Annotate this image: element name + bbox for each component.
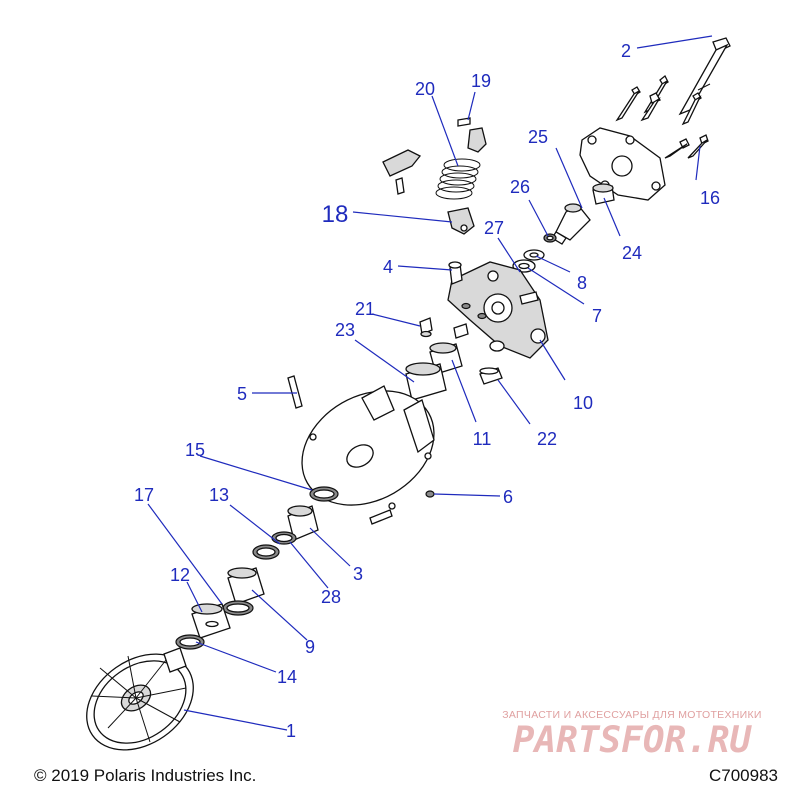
part-1-fixed-sheave xyxy=(86,647,194,751)
insert-bushing xyxy=(453,323,469,339)
callout-5: 5 xyxy=(237,384,247,404)
callout-23: 23 xyxy=(335,320,355,340)
callout-1: 1 xyxy=(286,721,296,741)
part-28-ring xyxy=(271,531,297,545)
part-25-sleeve xyxy=(551,203,591,245)
part-6-screw xyxy=(425,490,435,498)
callout-15: 15 xyxy=(185,440,205,460)
flyweight xyxy=(382,149,422,195)
part-19-roller xyxy=(457,117,487,153)
copyright-text: © 2019 Polaris Industries Inc. xyxy=(34,766,256,785)
callout-14: 14 xyxy=(277,667,297,687)
part-13-ring xyxy=(252,544,280,560)
part-24-bushing xyxy=(592,183,615,205)
callout-19: 19 xyxy=(471,71,491,91)
part-2-bolt xyxy=(678,37,731,116)
callout-4: 4 xyxy=(383,257,393,277)
callout-27: 27 xyxy=(484,218,504,238)
callout-3: 3 xyxy=(353,564,363,584)
callout-11: 11 xyxy=(473,429,492,449)
callout-24: 24 xyxy=(622,243,642,263)
callout-13: 13 xyxy=(209,485,229,505)
callout-28: 28 xyxy=(321,587,341,607)
callout-18: 18 xyxy=(322,201,349,228)
part-23-bushing xyxy=(405,362,447,401)
diagram-code: C700983 xyxy=(709,766,778,785)
callout-6: 6 xyxy=(503,487,513,507)
part-3-bushing xyxy=(287,505,319,541)
callout-2: 2 xyxy=(621,41,631,61)
part-17-ring xyxy=(222,600,254,616)
part-12-spacer xyxy=(191,603,231,639)
callout-26: 26 xyxy=(510,177,530,197)
callout-10: 10 xyxy=(573,393,593,413)
callout-20: 20 xyxy=(415,79,435,99)
watermark-logo: PARTSFOR.RU xyxy=(513,720,753,761)
part-22-ferrule xyxy=(479,367,503,385)
part-18-weight xyxy=(447,207,475,235)
housing-pins xyxy=(461,302,487,320)
part-10-roller xyxy=(489,340,505,352)
callout-7: 7 xyxy=(592,306,602,326)
leader-lines xyxy=(147,35,713,731)
watermark: ЗАПЧАСТИ И АКСЕССУАРЫ ДЛЯ МОТОТЕХНИКИ PA… xyxy=(502,709,762,761)
callout-12: 12 xyxy=(170,565,190,585)
part-27-housing xyxy=(447,261,549,359)
part-26-oring xyxy=(543,233,557,243)
callout-8: 8 xyxy=(577,273,587,293)
callout-labels: 2 20 19 25 26 16 18 27 24 4 8 21 7 23 5 … xyxy=(134,41,720,741)
part-21-screw xyxy=(419,317,433,338)
callout-21: 21 xyxy=(355,299,375,319)
callout-25: 25 xyxy=(528,127,548,147)
callout-17: 17 xyxy=(134,485,154,505)
part-15-ring xyxy=(309,486,339,502)
callout-9: 9 xyxy=(305,637,315,657)
part-5-pin xyxy=(287,375,303,409)
spider-plate xyxy=(579,127,666,201)
watermark-tagline: ЗАПЧАСТИ И АКСЕССУАРЫ ДЛЯ МОТОТЕХНИКИ xyxy=(502,709,762,721)
moveable-sheave xyxy=(301,385,435,510)
part-14-washer xyxy=(175,634,205,650)
sheave-pin xyxy=(369,509,393,525)
part-16-bolts xyxy=(615,74,709,159)
callout-22: 22 xyxy=(537,429,557,449)
part-9-bushing xyxy=(227,567,265,605)
part-20-spring xyxy=(435,158,481,200)
callout-16: 16 xyxy=(700,188,720,208)
